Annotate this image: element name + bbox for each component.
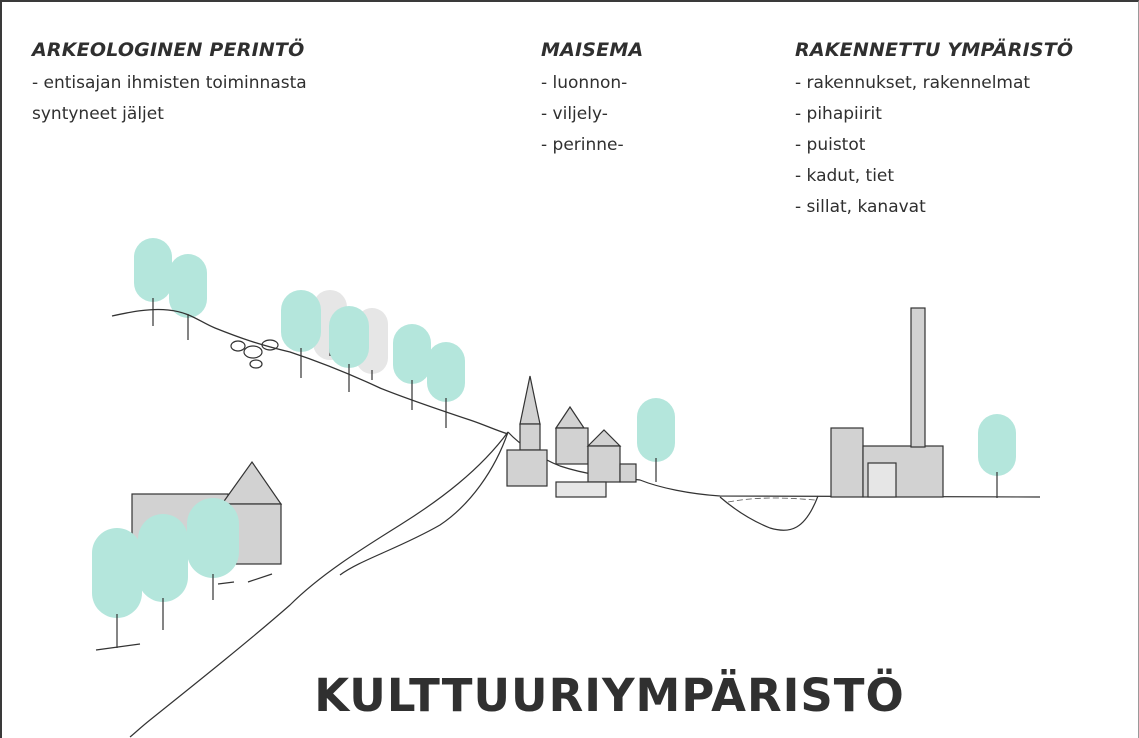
- house-icon: [554, 405, 637, 498]
- tree-icon: [393, 324, 431, 410]
- river-bed: [719, 495, 819, 531]
- river-bank: [727, 497, 816, 503]
- column-built-environment: RAKENNETTU YMPÄRISTÖ - rakennukset, rake…: [795, 38, 1125, 223]
- background-trees: [134, 238, 1016, 498]
- built-line-4: - kadut, tiet: [795, 166, 895, 186]
- archaeological-line-1: - entisajan ihmisten toiminnasta: [32, 73, 307, 93]
- built-line-2: - pihapiirit: [795, 104, 882, 124]
- tree-icon: [637, 398, 675, 482]
- stone-icon: [230, 339, 279, 369]
- church-icon: [506, 375, 548, 487]
- heading-landscape: MAISEMA: [541, 39, 644, 61]
- factory-icon: [830, 427, 944, 498]
- hill-ground-line: [111, 308, 509, 435]
- road-line-right: [339, 431, 509, 576]
- tree-icon: [427, 342, 465, 428]
- foreground-trees: [92, 498, 239, 648]
- landscape-line-2: - viljely-: [541, 104, 608, 124]
- ground-marks: [95, 573, 273, 651]
- main-title: KULTTUURIYMPÄRISTÖ: [314, 669, 905, 722]
- built-line-5: - sillat, kanavat: [795, 197, 926, 217]
- heading-archaeological-heritage: ARKEOLOGINEN PERINTÖ: [32, 39, 305, 61]
- tree-icon: [978, 414, 1016, 498]
- archaeological-line-2: syntyneet jäljet: [32, 104, 164, 124]
- tree-icon: [187, 498, 239, 600]
- tree-icon: [92, 528, 142, 648]
- tree-icon: [169, 254, 207, 340]
- tree-icon: [138, 514, 188, 630]
- column-archaeological-heritage: ARKEOLOGINEN PERINTÖ - entisajan ihmiste…: [32, 38, 372, 130]
- tree-icon: [134, 238, 172, 326]
- tree-icon: [329, 306, 369, 392]
- chimney-icon: [910, 307, 926, 448]
- landscape-line-1: - luonnon-: [541, 73, 628, 93]
- landscape-line-3: - perinne-: [541, 135, 624, 155]
- heading-built-environment: RAKENNETTU YMPÄRISTÖ: [795, 39, 1074, 61]
- built-line-1: - rakennukset, rakennelmat: [795, 73, 1031, 93]
- built-line-3: - puistot: [795, 135, 866, 155]
- road-line-left: [129, 431, 509, 738]
- column-landscape: MAISEMA - luonnon- - viljely- - perinne-: [541, 38, 701, 161]
- tree-icon: [281, 290, 321, 378]
